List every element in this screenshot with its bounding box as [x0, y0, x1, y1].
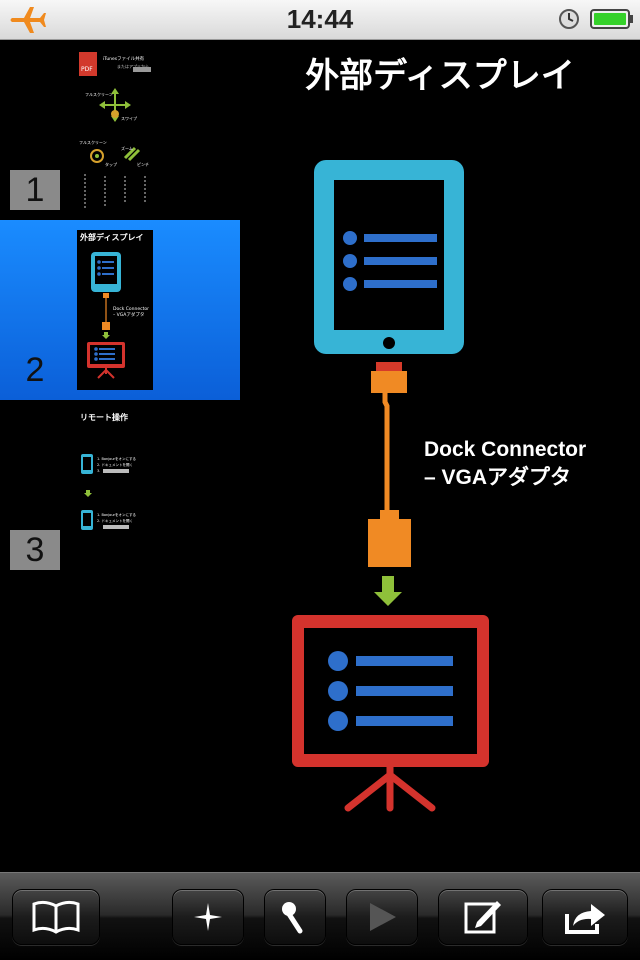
edit-icon [464, 901, 501, 934]
thumb-label-line1: Dock Connector [113, 306, 149, 312]
bottom-toolbar [0, 872, 640, 960]
thumb-title-2: 外部ディスプレイ [80, 233, 144, 242]
book-icon [32, 900, 80, 934]
thumb-line2: またはアプリから [117, 63, 149, 69]
thumbnail-image-3: リモート操作 1. Bonjourをオンにする 2. ドキュメントを開く 3. … [77, 410, 153, 570]
page-thumbnail-sidebar: 1 PDF iTunesファイル共有 またはアプリから フルスクリーン スワイプ… [0, 40, 240, 872]
clock-icon [559, 9, 579, 29]
microphone-button[interactable] [264, 889, 326, 945]
vga-adapter [368, 519, 411, 567]
laser-pointer-button[interactable] [172, 889, 244, 945]
thumb-step2b: 2. ドキュメントを開く [97, 518, 133, 523]
thumb-tap-label: タップ [105, 161, 117, 167]
thumb-fullscreen-label: フルスクリーン [79, 139, 107, 145]
thumbnail-page-2[interactable]: 2 外部ディスプレイ Dock Connector – VGA [0, 220, 240, 400]
slide-title: 外部ディスプレイ [305, 56, 575, 96]
slide-view[interactable]: 外部ディスプレイ Dock Connector – VGAアダプタ [240, 40, 640, 872]
page-number-1: 1 [10, 170, 60, 210]
thumb-gesture-label: フルスクリーン [85, 91, 113, 97]
page-3-preview: 1. Bonjourをオンにする 2. ドキュメントを開く 3. 1. Bonj… [81, 454, 136, 530]
page-1-preview: PDF iTunesファイル共有 またはアプリから フルスクリーン スワイプ フ… [79, 52, 151, 208]
thumbnail-image-2: 外部ディスプレイ Dock Connector – VGAアダプタ [77, 230, 153, 390]
thumb-zoom-label: ズーム [121, 145, 133, 151]
annotate-button[interactable] [438, 889, 528, 945]
share-button[interactable] [542, 889, 628, 945]
pdf-label: PDF [81, 66, 93, 73]
thumb-title-3: リモート操作 [80, 413, 128, 422]
thumb-swipe-label: スワイプ [121, 115, 137, 121]
thumb-label-line2: – VGAアダプタ [113, 311, 144, 318]
thumb-step3: 3. [97, 469, 100, 473]
share-icon [565, 904, 605, 934]
bookmarks-button[interactable] [12, 889, 100, 945]
cable-line [382, 393, 390, 518]
play-button[interactable] [346, 889, 418, 945]
microphone-icon [282, 902, 303, 934]
sparkle-icon [194, 903, 222, 931]
thumb-heading: iTunesファイル共有 [103, 55, 145, 62]
thumbnail-page-1[interactable]: 1 PDF iTunesファイル共有 またはアプリから フルスクリーン スワイプ… [0, 40, 240, 220]
airplane-mode-icon [10, 7, 46, 33]
slide-illustration [292, 160, 489, 812]
status-bar: 14:44 [0, 0, 640, 40]
page-2-preview: Dock Connector – VGAアダプタ [87, 252, 149, 379]
page-number-2: 2 [25, 351, 45, 389]
battery-icon [590, 9, 633, 29]
page-number-3: 3 [10, 530, 60, 570]
status-time: 14:44 [286, 4, 354, 34]
thumb-pinch-label: ピンチ [137, 162, 149, 167]
thumb-step2: 2. ドキュメントを開く [97, 462, 133, 467]
thumb-step1: 1. Bonjourをオンにする [97, 456, 136, 461]
screen-stand [344, 763, 436, 812]
down-arrow-icon [374, 576, 402, 606]
dock-plug [371, 371, 407, 393]
thumbnail-image-1: PDF iTunesファイル共有 またはアプリから フルスクリーン スワイプ フ… [77, 50, 153, 210]
connector-label-line2: – VGAアダプタ [424, 466, 572, 489]
tablet-home-button [383, 337, 395, 349]
thumbnail-page-3[interactable]: 3 リモート操作 1. Bonjourをオンにする 2. ドキュメントを開く 3… [0, 400, 240, 580]
play-icon [370, 903, 396, 931]
connector-label: Dock Connector – VGAアダプタ [424, 436, 586, 492]
thumb-step1b: 1. Bonjourをオンにする [97, 512, 136, 517]
connector-label-line1: Dock Connector [424, 438, 587, 461]
dock-plug-top [376, 362, 402, 372]
